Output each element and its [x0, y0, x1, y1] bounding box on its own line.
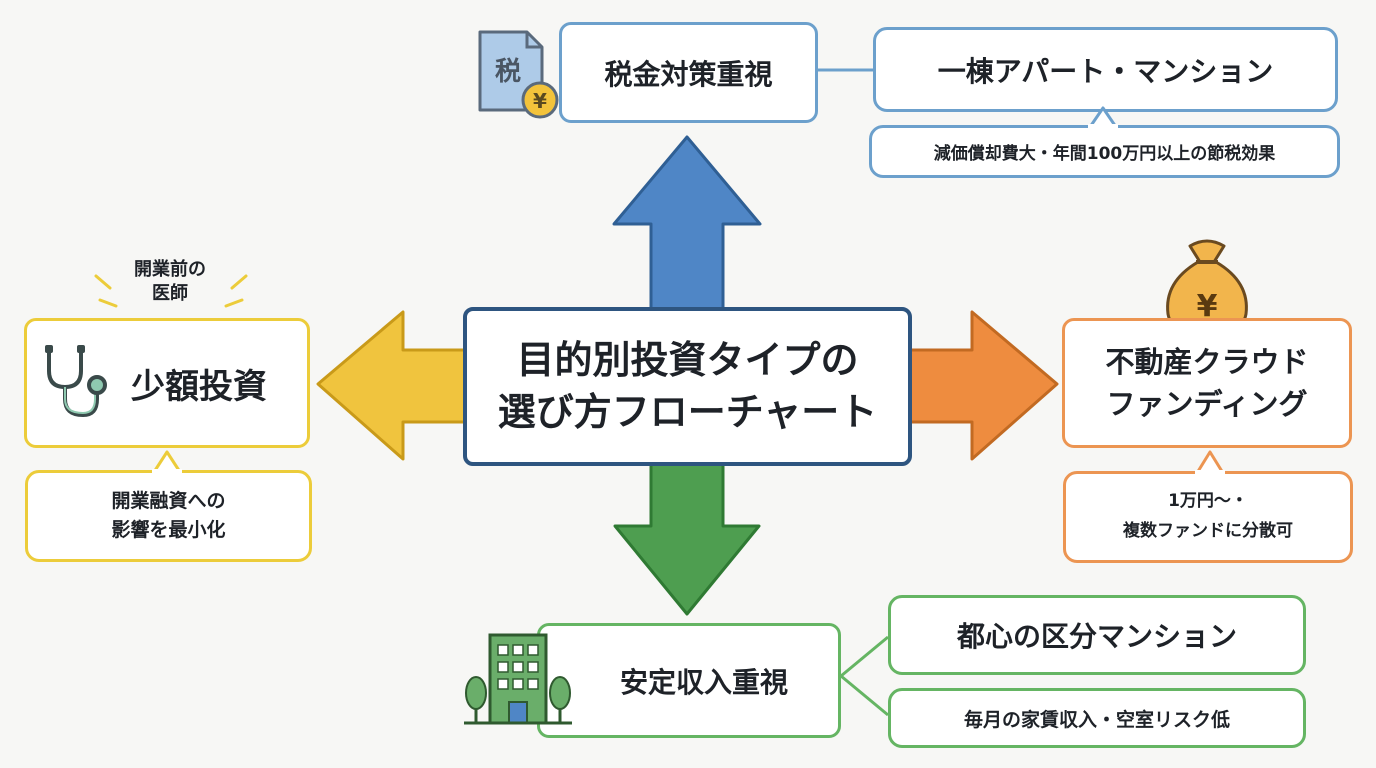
small-investment-box: 少額投資	[24, 318, 310, 448]
stable-note-box: 毎月の家賃収入・空室リスク低	[888, 688, 1306, 748]
small-note-line1: 開業融資への	[111, 489, 226, 512]
persona-line2: 医師	[152, 283, 188, 305]
crowdfunding-note-line1: 1万円〜・	[1168, 491, 1248, 512]
crowdfunding-note-line2: 複数ファンドに分散可	[1123, 521, 1293, 541]
flowchart-title-line2: 選び方フローチャート	[497, 389, 878, 434]
stable-note-label: 毎月の家賃収入・空室リスク低	[963, 708, 1230, 731]
arrow-left-small	[316, 310, 474, 461]
arrow-down-stable	[613, 456, 761, 616]
crowdfunding-note-box: 1万円〜・ 複数ファンドに分散可	[1063, 471, 1353, 563]
small-note-box: 開業融資への 影響を最小化	[25, 470, 312, 562]
connector-stable-option	[840, 635, 889, 678]
stethoscope-icon	[45, 345, 107, 418]
crowdfunding-line2: ファンディング	[1106, 387, 1308, 421]
persona-label: 開業前の 医師	[110, 258, 230, 307]
tax-note-box: 減価償却費大・年間100万円以上の節税効果	[869, 125, 1340, 178]
flowchart-title-box: 目的別投資タイプの 選び方フローチャート	[463, 307, 912, 466]
stable-option-label: 都心の区分マンション	[956, 620, 1237, 653]
tax-focus-label: 税金対策重視	[604, 57, 773, 91]
arrow-up-tax	[612, 135, 762, 316]
stable-income-box: 安定収入重視	[537, 623, 841, 738]
stable-income-label: 安定収入重視	[619, 665, 788, 699]
tax-option-box: 一棟アパート・マンション	[873, 27, 1338, 112]
persona-line1: 開業前の	[134, 259, 206, 280]
crowdfunding-line1: 不動産クラウド	[1105, 344, 1309, 379]
tax-option-label: 一棟アパート・マンション	[937, 54, 1274, 88]
small-note-line2: 影響を最小化	[111, 519, 226, 541]
flowchart-title-line1: 目的別投資タイプの	[516, 338, 859, 383]
tax-focus-box: 税金対策重視	[559, 22, 818, 123]
connector-stable-note	[840, 674, 889, 717]
crowdfunding-box: 不動産クラウド ファンディング	[1062, 318, 1352, 448]
small-investment-label: 少額投資	[131, 366, 267, 407]
stable-option-box: 都心の区分マンション	[888, 595, 1306, 675]
persona-highlight-lines	[94, 274, 248, 308]
arrow-right-crowd	[901, 310, 1059, 461]
tax-note-label: 減価償却費大・年間100万円以上の節税効果	[933, 144, 1276, 164]
